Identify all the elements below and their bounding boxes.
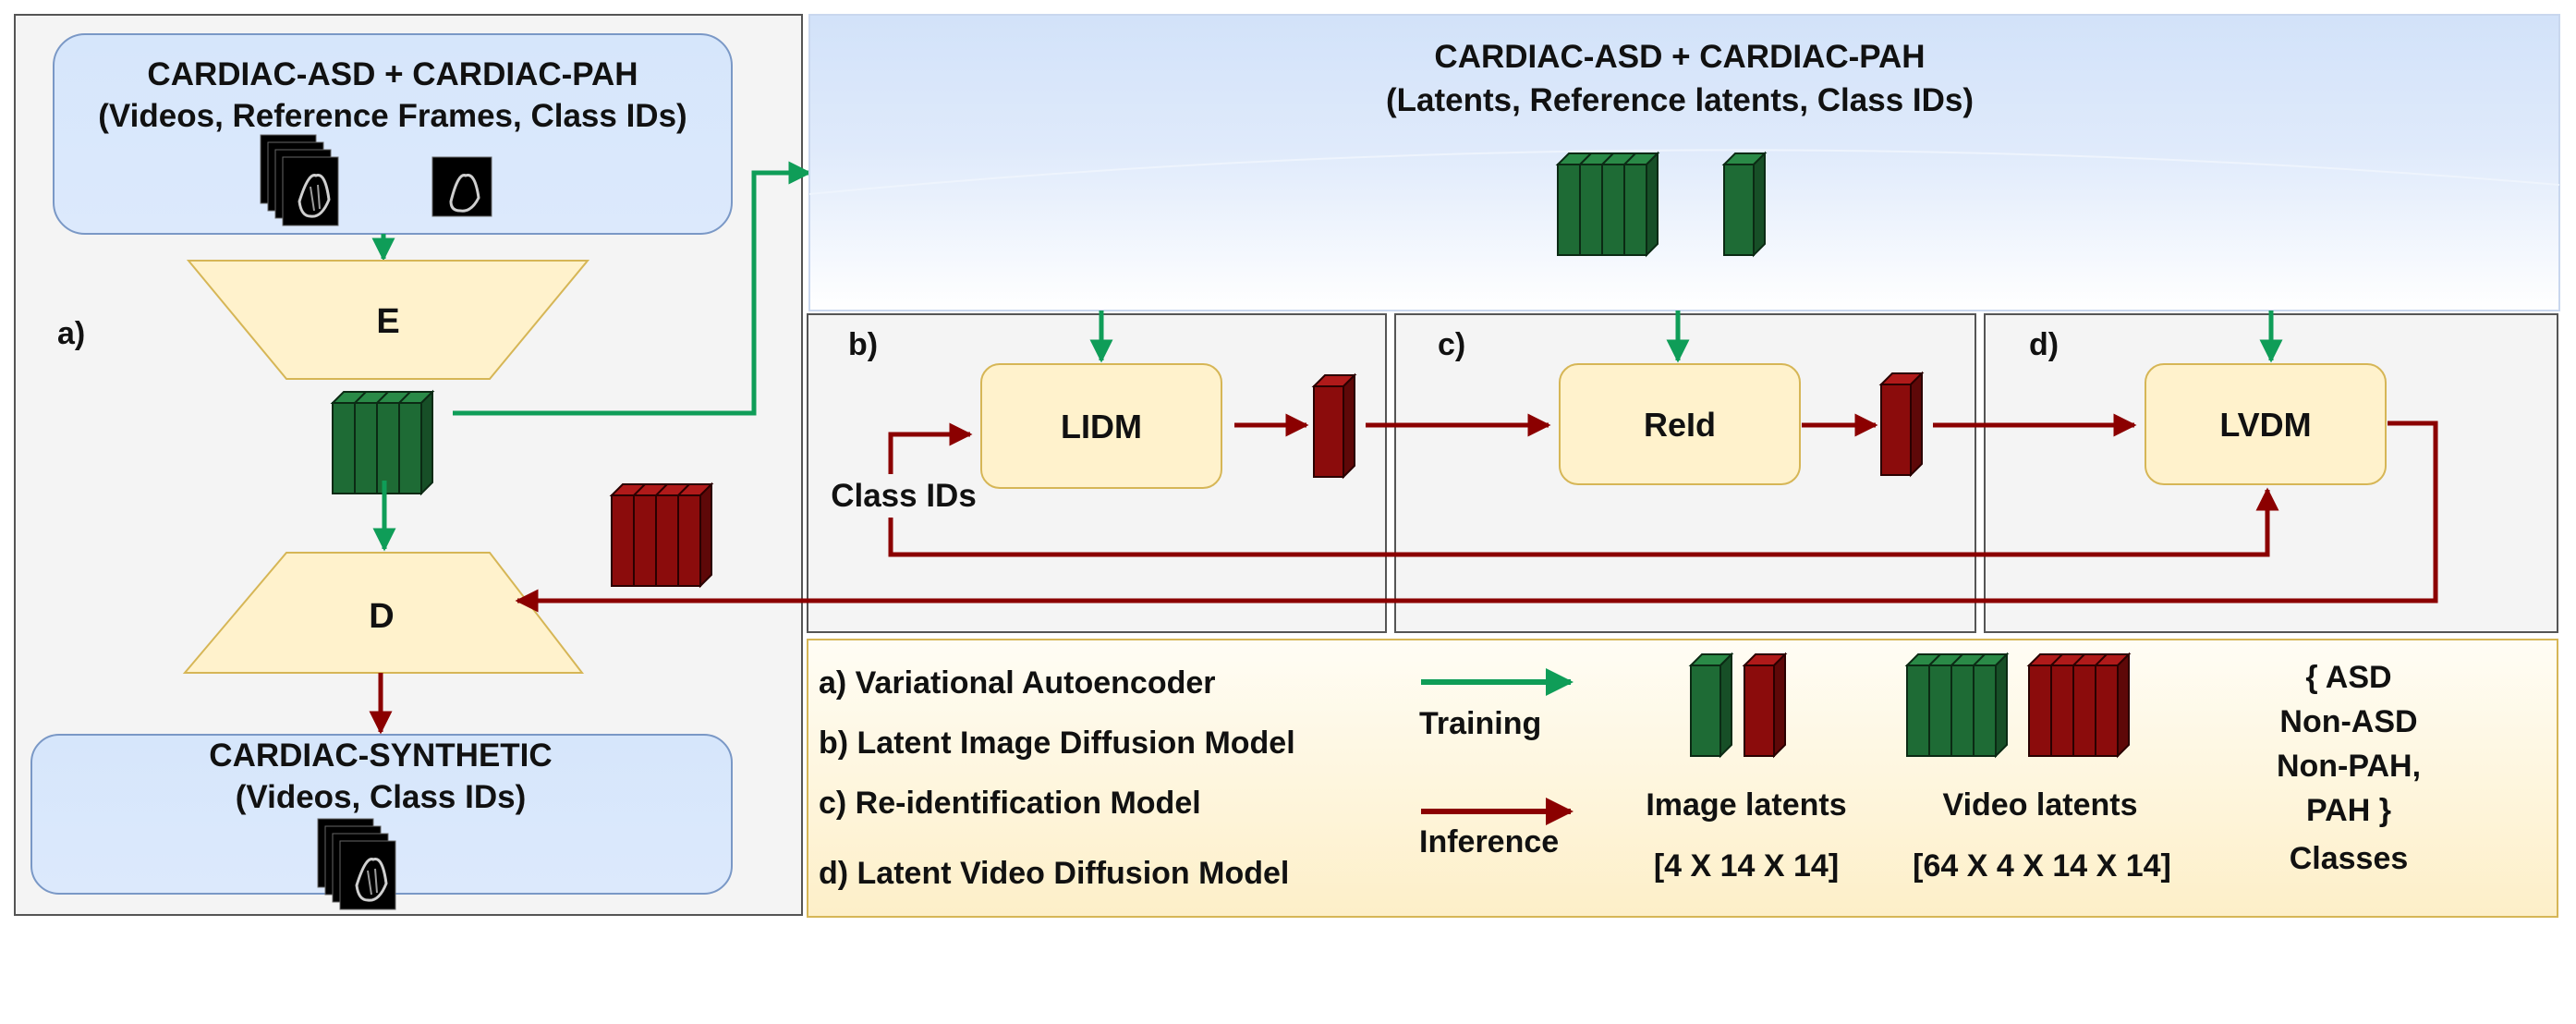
latent-reference-latent-icon [1723, 152, 1766, 256]
output-dataset-title: CARDIAC-SYNTHETIC [209, 738, 552, 774]
decoder-label: D [369, 597, 394, 636]
arrow-lvdm-to-decoder [515, 421, 2438, 613]
legend-item-lvdm: d) Latent Video Diffusion Model [819, 856, 1289, 891]
legend-class-asd: { ASD [2305, 660, 2391, 695]
class-ids-label: Class IDs [831, 478, 977, 514]
lidm-image-latent-icon [1313, 374, 1355, 478]
legend-image-latent-green-icon [1690, 653, 1732, 757]
lvdm-block[interactable] [2145, 363, 2387, 485]
legend-image-latents-shape: [4 X 14 X 14] [1654, 848, 1839, 884]
reid-image-latent-icon [1880, 372, 1923, 476]
legend-image-latents-label: Image latents [1646, 787, 1846, 823]
legend-video-latents-label: Video latents [1943, 787, 2138, 823]
panel-a-label: a) [57, 316, 85, 351]
legend-class-pah: PAH } [2306, 793, 2391, 828]
input-reference-frame-icon [431, 156, 492, 217]
encoder-block [186, 260, 590, 380]
output-dataset-subtitle: (Videos, Class IDs) [236, 779, 526, 815]
lvdm-label: LVDM [2219, 406, 2311, 444]
lidm-label: LIDM [1061, 408, 1142, 445]
arrow-class-ids-to-lvdm [888, 487, 2279, 557]
latent-video-latents-icon [1557, 152, 1659, 256]
generated-video-latent-icon [611, 483, 712, 587]
panel-c-label: c) [1438, 327, 1465, 362]
legend-class-non-asd: Non-ASD [2279, 704, 2417, 739]
lidm-block[interactable] [980, 363, 1222, 489]
latent-dataset-box [808, 14, 2560, 311]
legend-video-latent-green-icon [1906, 653, 2008, 757]
arrow-class-ids-to-lidm [888, 422, 973, 474]
decoder-block [182, 552, 585, 674]
panel-b-label: b) [848, 327, 878, 362]
reid-label: ReId [1644, 406, 1716, 444]
legend-training-label: Training [1419, 706, 1541, 741]
latent-dataset-title: CARDIAC-ASD + CARDIAC-PAH [1434, 39, 1925, 75]
input-dataset-box [53, 33, 733, 235]
legend-box [807, 639, 2558, 918]
legend-classes-label: Classes [2290, 841, 2409, 876]
legend-item-vae: a) Variational Autoencoder [819, 665, 1216, 701]
encoded-latent-icon [332, 391, 433, 494]
arrow-latent-to-latent-dataset [453, 161, 812, 416]
legend-video-latent-red-icon [2028, 653, 2130, 757]
panel-d-label: d) [2029, 327, 2059, 362]
legend-class-non-pah: Non-PAH, [2277, 749, 2421, 784]
legend-inference-label: Inference [1419, 824, 1559, 859]
latent-box-shine [808, 149, 2560, 195]
encoder-label: E [376, 302, 399, 341]
legend-image-latent-red-icon [1744, 653, 1786, 757]
legend-item-lidm: b) Latent Image Diffusion Model [819, 725, 1295, 761]
legend-item-reid: c) Re-identification Model [819, 786, 1201, 821]
input-dataset-subtitle: (Videos, Reference Frames, Class IDs) [98, 98, 687, 134]
latent-dataset-subtitle: (Latents, Reference latents, Class IDs) [1386, 82, 1974, 118]
input-dataset-title: CARDIAC-ASD + CARDIAC-PAH [147, 56, 638, 92]
reid-block[interactable] [1559, 363, 1801, 485]
legend-video-latents-shape: [64 X 4 X 14 X 14] [1913, 848, 2171, 884]
